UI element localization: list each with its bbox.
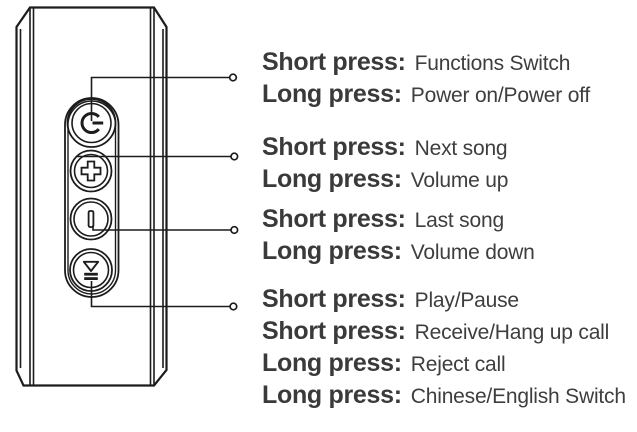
volume-down-button [69,197,113,241]
press-type-label: Short press: [262,205,406,233]
leader-dot-power [228,73,238,82]
action-text: Play/Pause [414,289,519,312]
action-text: Last song [414,209,504,232]
action-text: Chinese/English Switch [410,385,626,408]
instruction-block-multifunction: Short press: Play/Pause Short press: Recei… [262,283,626,411]
instruction-line: Short press: Play/Pause [262,283,626,315]
action-text: Reject call [410,353,506,376]
action-text: Next song [414,137,508,160]
press-type-label: Long press: [262,80,402,108]
press-type-label: Long press: [262,237,402,265]
leader-dot-volume-up [230,152,239,161]
volume-up-button [69,149,113,193]
leader-line-power [90,76,230,121]
instruction-line: Short press: Functions Switch [262,46,590,78]
instruction-line: Long press: Power on/Power off [262,78,590,110]
press-type-label: Long press: [262,349,402,377]
device-outline [15,6,168,387]
leader-line-multifunction [90,281,230,308]
minus-icon [87,210,95,228]
press-type-label: Long press: [262,165,402,193]
leader-dot-multifunction [229,302,238,311]
instruction-line: Long press: Volume down [262,235,535,267]
instruction-line: Long press: Volume up [262,163,508,195]
action-text: Functions Switch [414,52,571,75]
action-text: Volume up [410,169,509,192]
leader-line-volume-down [92,225,231,231]
instruction-block-volume-up: Short press: Next song Long press: Volume … [262,131,508,195]
device-edge-lines [19,7,164,386]
instruction-line: Short press: Last song [262,203,535,235]
action-text: Power on/Power off [410,84,591,107]
plus-icon [80,160,102,182]
instruction-block-power: Short press: Functions Switch Long press:… [262,46,590,110]
press-type-label: Short press: [262,317,406,345]
press-type-label: Long press: [262,381,402,409]
play-skip-icon [82,260,100,280]
leader-dot-volume-down [230,225,239,235]
action-text: Volume down [410,241,535,264]
press-type-label: Short press: [262,285,406,313]
instruction-block-volume-down: Short press: Last song Long press: Volume … [262,203,535,267]
instruction-line: Short press: Receive/Hang up call [262,315,626,347]
power-icon [80,112,104,134]
action-text: Receive/Hang up call [414,321,610,344]
press-type-label: Short press: [262,133,406,161]
instruction-line: Long press: Reject call [262,347,626,379]
press-type-label: Short press: [262,48,406,76]
instruction-line: Long press: Chinese/English Switch [262,379,626,411]
instruction-line: Short press: Next song [262,131,508,163]
